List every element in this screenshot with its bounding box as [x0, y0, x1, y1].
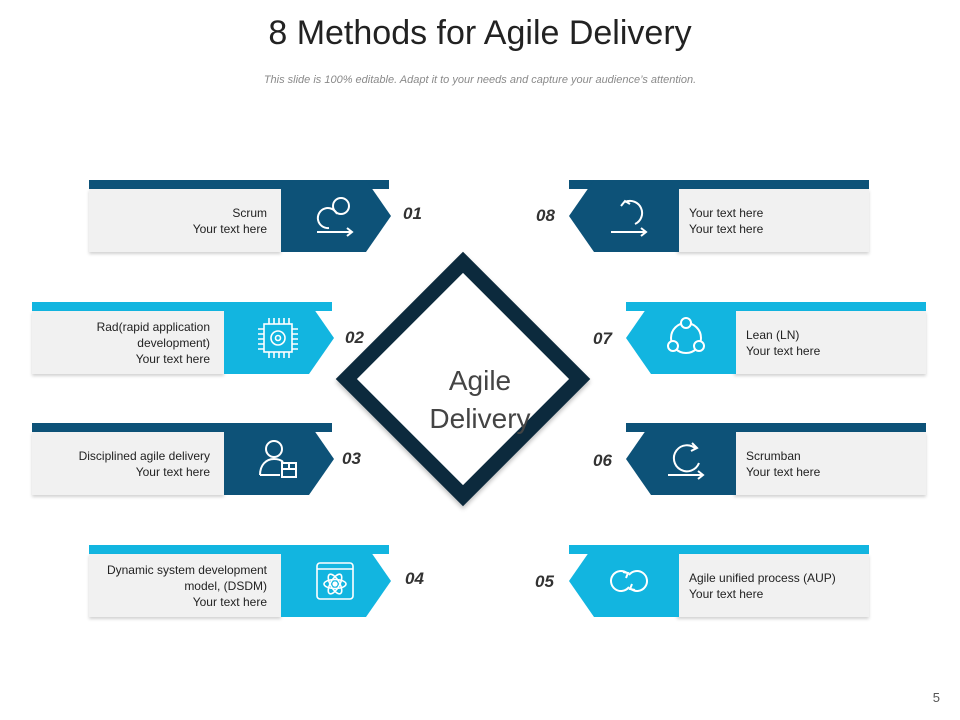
- card-tab: [281, 180, 391, 252]
- method-card-03: Disciplined agile delivery Your text her…: [32, 423, 334, 495]
- card-text: Scrum Your text here: [89, 189, 267, 252]
- card-body: [89, 554, 281, 617]
- card-bar: [626, 302, 926, 311]
- slide-number: 5: [932, 690, 940, 705]
- card-desc: Your text here: [192, 221, 267, 236]
- card-bar: [32, 302, 332, 311]
- chip-gear-icon: [258, 318, 298, 358]
- card-tab: [224, 302, 334, 374]
- card-bar: [626, 423, 926, 432]
- card-desc: Your text here: [135, 351, 210, 366]
- card-text: Rad(rapid application development) Your …: [32, 311, 210, 374]
- loop-arrow-icon: [611, 199, 648, 237]
- method-number-07: 07: [593, 329, 612, 348]
- card-body: [734, 311, 926, 374]
- slide-title: 8 Methods for Agile Delivery: [268, 14, 692, 52]
- card-desc: Your text here: [746, 343, 821, 358]
- card-bar: [89, 545, 389, 554]
- method-card-06: Scrumban Your text here: [626, 423, 926, 495]
- method-number-02: 02: [345, 328, 364, 347]
- card-tab: [626, 423, 736, 495]
- card-text: Lean (LN) Your text here: [746, 311, 921, 374]
- network-circle-icon: [667, 317, 705, 354]
- card-text: Scrumban Your text here: [746, 432, 921, 495]
- card-text: Dynamic system development model, (DSDM)…: [89, 554, 267, 617]
- method-card-02: Rad(rapid application development) Your …: [32, 302, 334, 374]
- card-title-cont: model, (DSDM): [184, 578, 267, 593]
- card-title: Agile unified process (AUP): [689, 570, 836, 585]
- card-body: [32, 432, 224, 495]
- user-box-icon: [259, 440, 297, 478]
- card-title: Scrumban: [746, 448, 801, 463]
- method-number-08: 08: [536, 206, 555, 225]
- center-label-line2: Delivery: [429, 403, 531, 434]
- card-body: [734, 432, 926, 495]
- circular-arrows-icon: [668, 442, 705, 480]
- method-number-04: 04: [405, 569, 424, 588]
- card-bar: [89, 180, 389, 189]
- card-desc: Your text here: [689, 221, 764, 236]
- method-card-01: Scrum Your text here: [89, 180, 391, 252]
- infinity-loop-icon: [610, 570, 648, 592]
- card-title: Dynamic system development: [106, 562, 267, 577]
- card-title: Your text here: [689, 205, 764, 220]
- card-desc: Your text here: [746, 464, 821, 479]
- method-number-05: 05: [535, 572, 554, 591]
- atom-browser-icon: [316, 562, 354, 600]
- card-body: [677, 554, 869, 617]
- card-title: Rad(rapid application: [96, 319, 210, 334]
- card-tab: [281, 545, 391, 617]
- cycle-arrow-icon: [316, 197, 354, 237]
- card-desc: Your text here: [192, 594, 267, 609]
- slide-subtitle: This slide is 100% editable. Adapt it to…: [263, 74, 697, 86]
- center-label-line1: Agile: [448, 365, 512, 396]
- card-title-cont: development): [137, 335, 210, 350]
- method-card-07: Lean (LN) Your text here: [626, 302, 926, 374]
- card-text: Disciplined agile delivery Your text her…: [32, 432, 210, 495]
- method-card-04: Dynamic system development model, (DSDM)…: [89, 545, 391, 617]
- card-body: [89, 189, 281, 252]
- method-card-05: Agile unified process (AUP) Your text he…: [569, 545, 869, 617]
- card-bar: [569, 545, 869, 554]
- method-number-03: 03: [342, 449, 361, 468]
- card-tab: [626, 302, 736, 374]
- method-number-01: 01: [403, 204, 422, 223]
- card-bar: [32, 423, 332, 432]
- card-tab: [569, 545, 679, 617]
- card-bar: [569, 180, 869, 189]
- card-desc: Your text here: [689, 586, 764, 601]
- card-body: [677, 189, 869, 252]
- center-label: Agile Delivery: [400, 362, 560, 438]
- card-title: Lean (LN): [746, 327, 800, 342]
- method-number-06: 06: [593, 451, 612, 470]
- card-body: [32, 311, 224, 374]
- card-title: Scrum: [232, 205, 267, 220]
- card-desc: Your text here: [135, 464, 210, 479]
- card-title: Disciplined agile delivery: [78, 448, 210, 463]
- card-text: Agile unified process (AUP) Your text he…: [689, 554, 864, 617]
- card-tab: [569, 180, 679, 252]
- method-card-08: Your text here Your text here: [569, 180, 869, 252]
- card-text: Your text here Your text here: [689, 189, 864, 252]
